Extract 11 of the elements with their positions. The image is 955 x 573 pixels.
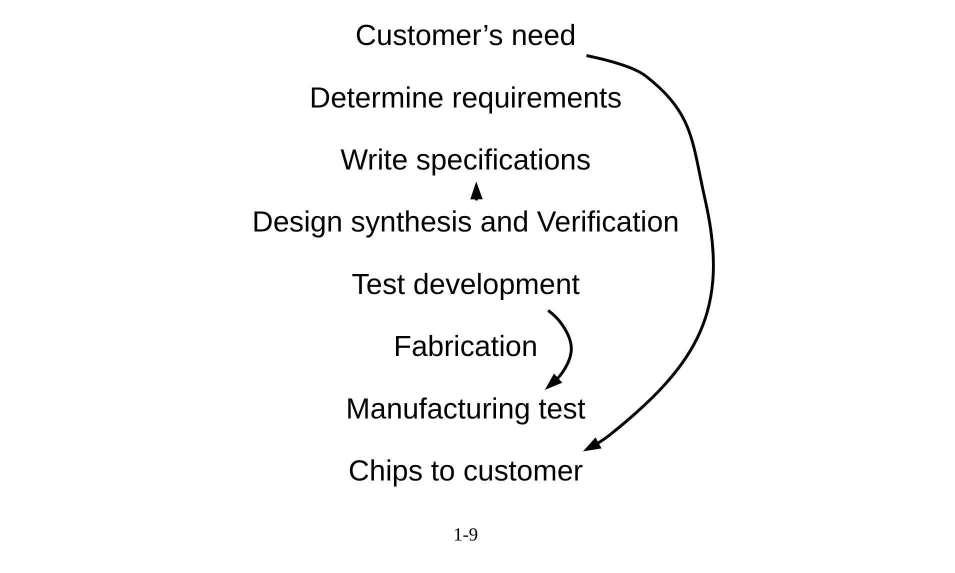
- node-text: Test development: [352, 268, 580, 301]
- node-text: Design synthesis and Verification: [252, 206, 680, 239]
- node-text: Write specifications: [340, 144, 591, 176]
- label: 1-9: [453, 524, 478, 546]
- node-text: Determine requirements: [310, 82, 622, 114]
- node-text: Chips to customer: [348, 456, 583, 488]
- node-text: Manufacturing test: [346, 393, 586, 426]
- node-text: Fabrication: [394, 331, 538, 364]
- arrow: [544, 309, 573, 390]
- arrow: [582, 54, 715, 452]
- node-text: Customer’s need: [355, 20, 576, 52]
